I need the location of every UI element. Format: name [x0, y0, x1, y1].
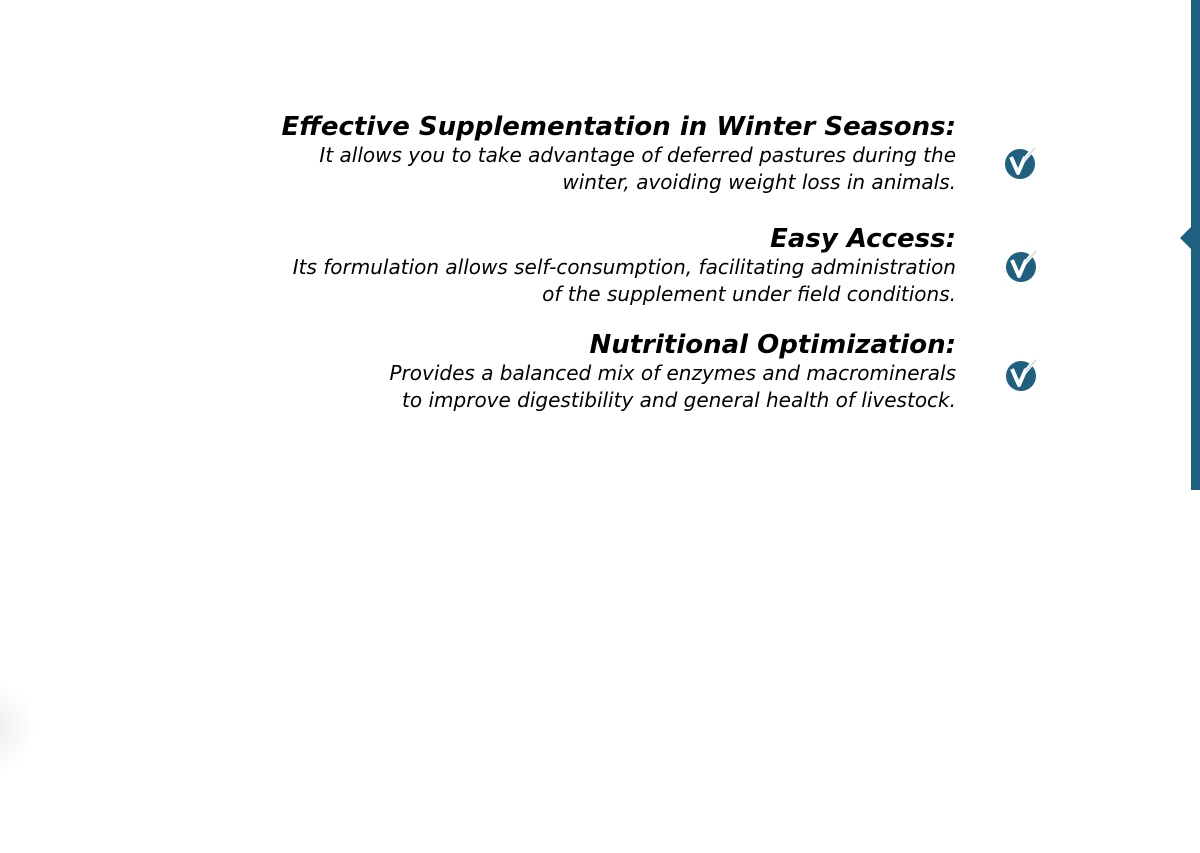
- side-accent-bar: [1191, 0, 1200, 490]
- feature-title: Easy Access:: [770, 224, 956, 254]
- feature-description: It allows you to take advantage of defer…: [319, 143, 956, 194]
- feature-item-access: Easy Access: Its formulation allows self…: [76, 224, 956, 308]
- feature-title: Nutritional Optimization:: [589, 330, 956, 360]
- check-badge-icon: [1004, 146, 1038, 180]
- side-pointer-icon[interactable]: [1180, 225, 1193, 251]
- check-badge-icon: [1005, 249, 1039, 283]
- feature-item-nutrition: Nutritional Optimization: Provides a bal…: [76, 330, 957, 414]
- feature-description: Its formulation allows self-consumption,…: [292, 255, 956, 306]
- feature-title: Effective Supplementation in Winter Seas…: [281, 112, 956, 142]
- feature-description: Provides a balanced mix of enzymes and m…: [389, 361, 957, 412]
- feature-item-winter: Effective Supplementation in Winter Seas…: [76, 112, 956, 196]
- check-badge-icon: [1005, 358, 1039, 392]
